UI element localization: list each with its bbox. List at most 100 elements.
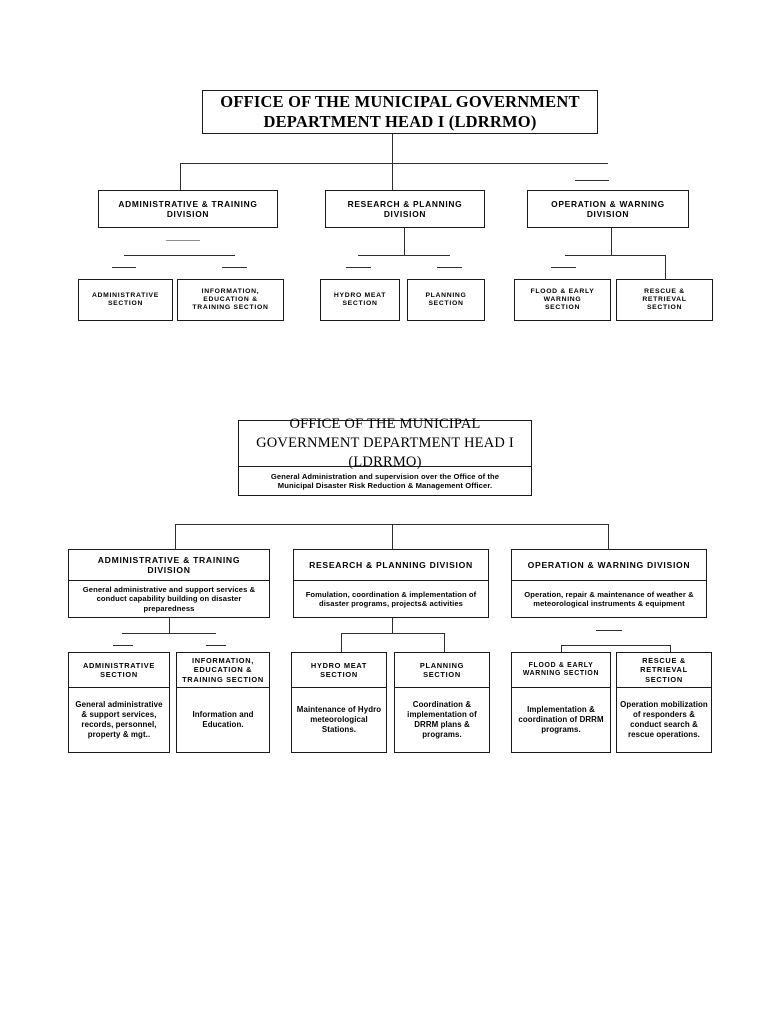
chart1-sec5-line1: FLOOD & EARLY <box>530 287 595 295</box>
chart1-div1-section-stub-left <box>112 267 136 268</box>
chart1-div2-section-stub-right <box>437 267 462 268</box>
chart1-section-planning: PLANNING SECTION <box>407 279 485 321</box>
chart1-div3-section-stub-left <box>551 267 576 268</box>
chart1-sec2-line3: TRAINING SECTION <box>192 304 269 312</box>
chart2-div3-function: Operation, repair & maintenance of weath… <box>512 580 706 617</box>
chart2-sec3-line2: SECTION <box>320 670 358 679</box>
chart1-div2-line1: RESEARCH & PLANNING <box>347 198 463 209</box>
chart2-sec2-line1: INFORMATION, <box>191 656 255 666</box>
chart1-div1-drop-stub <box>166 240 200 241</box>
chart1-bus-mid-drop <box>392 163 393 190</box>
chart2-div2-section-right-drop <box>444 633 445 652</box>
chart1-sec2-line2: EDUCATION & <box>203 295 258 303</box>
chart1-section-administrative: ADMINISTRATIVE SECTION <box>78 279 173 321</box>
chart1-sec6-line3: SECTION <box>646 304 683 312</box>
chart2-section-administrative: ADMINISTRATIVE SECTION General administr… <box>68 652 170 753</box>
chart1-bus-left-drop <box>180 163 181 190</box>
chart2-division-research-planning: RESEARCH & PLANNING DIVISION Fomulation,… <box>293 549 489 618</box>
chart1-div2-drop <box>404 228 405 255</box>
chart2-div3-section-right-drop <box>670 645 671 654</box>
chart1-sec1-line2: SECTION <box>107 300 144 307</box>
chart1-section-information-education-training: INFORMATION, EDUCATION & TRAINING SECTIO… <box>177 279 284 321</box>
chart2-div3-section-bus <box>561 645 670 646</box>
chart2-div1-drop <box>169 618 170 634</box>
chart2-sec4-line2: SECTION <box>423 670 461 679</box>
chart2-sec3-function: Maintenance of Hydro meteorological Stat… <box>292 687 386 752</box>
chart1-division-administrative-training: ADMINISTRATIVE & TRAINING DIVISION <box>98 190 278 228</box>
chart2-div1-section-stub-left <box>113 645 133 646</box>
chart2-bus-right-drop <box>608 524 609 550</box>
chart1-sec5-line3: SECTION <box>544 304 581 312</box>
chart2-div3-line1: OPERATION & WARNING DIVISION <box>527 559 691 570</box>
chart2-root-desc-line1: General Administration and supervision o… <box>270 471 500 481</box>
chart2-div2-section-left-drop <box>341 633 342 652</box>
chart1-sec4-line1: PLANNING <box>425 291 467 299</box>
chart2-sec4-function: Coordination & implementation of DRRM pl… <box>395 687 489 752</box>
chart1-sec3-line1: HYDRO MEAT <box>333 291 387 299</box>
chart2-bus-left-drop <box>175 524 176 550</box>
chart2-sec1-line1: ADMINISTRATIVE <box>82 660 156 670</box>
chart1-div3-line1: OPERATION & WARNING <box>551 198 665 209</box>
chart2-section-flood-early-warning: FLOOD & EARLY WARNING SECTION Implementa… <box>511 652 611 753</box>
chart2-sec3-line1: HYDRO MEAT <box>310 660 368 670</box>
chart1-sec5-line2: WARNING <box>543 295 582 303</box>
chart2-sec6-function: Operation mobilization of responders & c… <box>617 687 711 752</box>
chart1-sec3-line2: SECTION <box>342 300 378 307</box>
chart2-sec4-line1: PLANNING <box>419 660 465 670</box>
chart2-sec6-line2: RETRIEVAL <box>640 665 688 675</box>
chart2-sec5-function: Implementation & coordination of DRRM pr… <box>512 687 610 752</box>
chart1-section-hydro-meat: HYDRO MEAT SECTION <box>320 279 400 321</box>
chart2-division-administrative-training: ADMINISTRATIVE & TRAINING DIVISION Gener… <box>68 549 270 618</box>
chart2-sec2-line2: EDUCATION & <box>193 665 253 675</box>
chart2-div1-function: General administrative and support servi… <box>69 580 269 617</box>
chart2-section-planning: PLANNING SECTION Coordination & implemen… <box>394 652 490 753</box>
chart1-section-flood-early-warning: FLOOD & EARLY WARNING SECTION <box>514 279 611 321</box>
chart1-div3-drop <box>611 228 612 255</box>
chart2-div2-function: Fomulation, coordination & implementatio… <box>294 580 488 617</box>
chart2-division-operation-warning: OPERATION & WARNING DIVISION Operation, … <box>511 549 707 618</box>
chart2-div2-drop <box>392 618 393 634</box>
chart2-div1-section-stub-right <box>206 645 226 646</box>
chart1-sec6-line1: RESCUE & <box>644 287 685 295</box>
chart1-division-bus <box>180 163 608 164</box>
chart2-sec1-line2: SECTION <box>100 670 138 679</box>
chart1-root-box: OFFICE OF THE MUNICIPAL GOVERNMENT DEPAR… <box>202 90 598 134</box>
chart2-div3-section-left-drop <box>561 645 562 654</box>
chart1-div3-section-right-drop <box>665 255 666 280</box>
chart2-section-hydro-meat: HYDRO MEAT SECTION Maintenance of Hydro … <box>291 652 387 753</box>
chart2-div2-section-bus <box>341 633 444 634</box>
chart2-root-line2: GOVERNMENT DEPARTMENT HEAD I <box>256 435 514 452</box>
chart2-root-line3: (LDRRMO) <box>348 453 422 470</box>
chart1-sec4-line2: SECTION <box>428 300 464 307</box>
chart2-sec6-line3: SECTION <box>645 674 683 684</box>
chart2-sec6-line1: RESCUE & <box>642 656 686 666</box>
chart2-div2-line1: RESEARCH & PLANNING DIVISION <box>309 559 473 570</box>
chart1-div3-section-bus <box>565 255 665 256</box>
chart2-div1-section-bus <box>122 633 216 634</box>
chart1-division-research-planning: RESEARCH & PLANNING DIVISION <box>325 190 485 228</box>
chart2-div1-line2: DIVISION <box>147 565 191 575</box>
chart1-bus-right-stub <box>575 180 609 181</box>
chart2-div1-line1: ADMINISTRATIVE & TRAINING <box>97 554 241 565</box>
chart1-section-rescue-retrieval: RESCUE & RETRIEVAL SECTION <box>616 279 713 321</box>
chart1-div2-section-bus <box>358 255 450 256</box>
chart1-div2-line2: DIVISION <box>383 209 427 219</box>
chart2-root-box: OFFICE OF THE MUNICIPAL GOVERNMENT DEPAR… <box>238 416 532 496</box>
chart1-root-drop <box>392 134 393 164</box>
chart1-div1-line1: ADMINISTRATIVE & TRAINING <box>118 198 258 209</box>
chart2-section-rescue-retrieval: RESCUE & RETRIEVAL SECTION Operation mob… <box>616 652 712 753</box>
chart1-root-line2: DEPARTMENT HEAD I (LDRRMO) <box>263 112 537 131</box>
chart2-bus-mid-drop <box>392 524 393 550</box>
chart1-sec1-line1: ADMINISTRATIVE <box>91 291 160 299</box>
chart2-root-desc-line2: Municipal Disaster Risk Reduction & Mana… <box>277 481 493 490</box>
chart1-root-line1: OFFICE OF THE MUNICIPAL GOVERNMENT <box>220 91 580 111</box>
chart2-section-information-education-training: INFORMATION, EDUCATION & TRAINING SECTIO… <box>176 652 270 753</box>
chart1-div1-section-stub-right <box>222 267 247 268</box>
chart2-sec1-function: General administrative & support service… <box>69 687 169 752</box>
chart1-div3-line2: DIVISION <box>586 209 630 219</box>
chart1-sec6-line2: RETRIEVAL <box>642 295 687 303</box>
chart2-division-bus <box>175 524 608 525</box>
chart1-div2-section-stub-left <box>346 267 371 268</box>
chart1-div1-line2: DIVISION <box>166 209 210 219</box>
